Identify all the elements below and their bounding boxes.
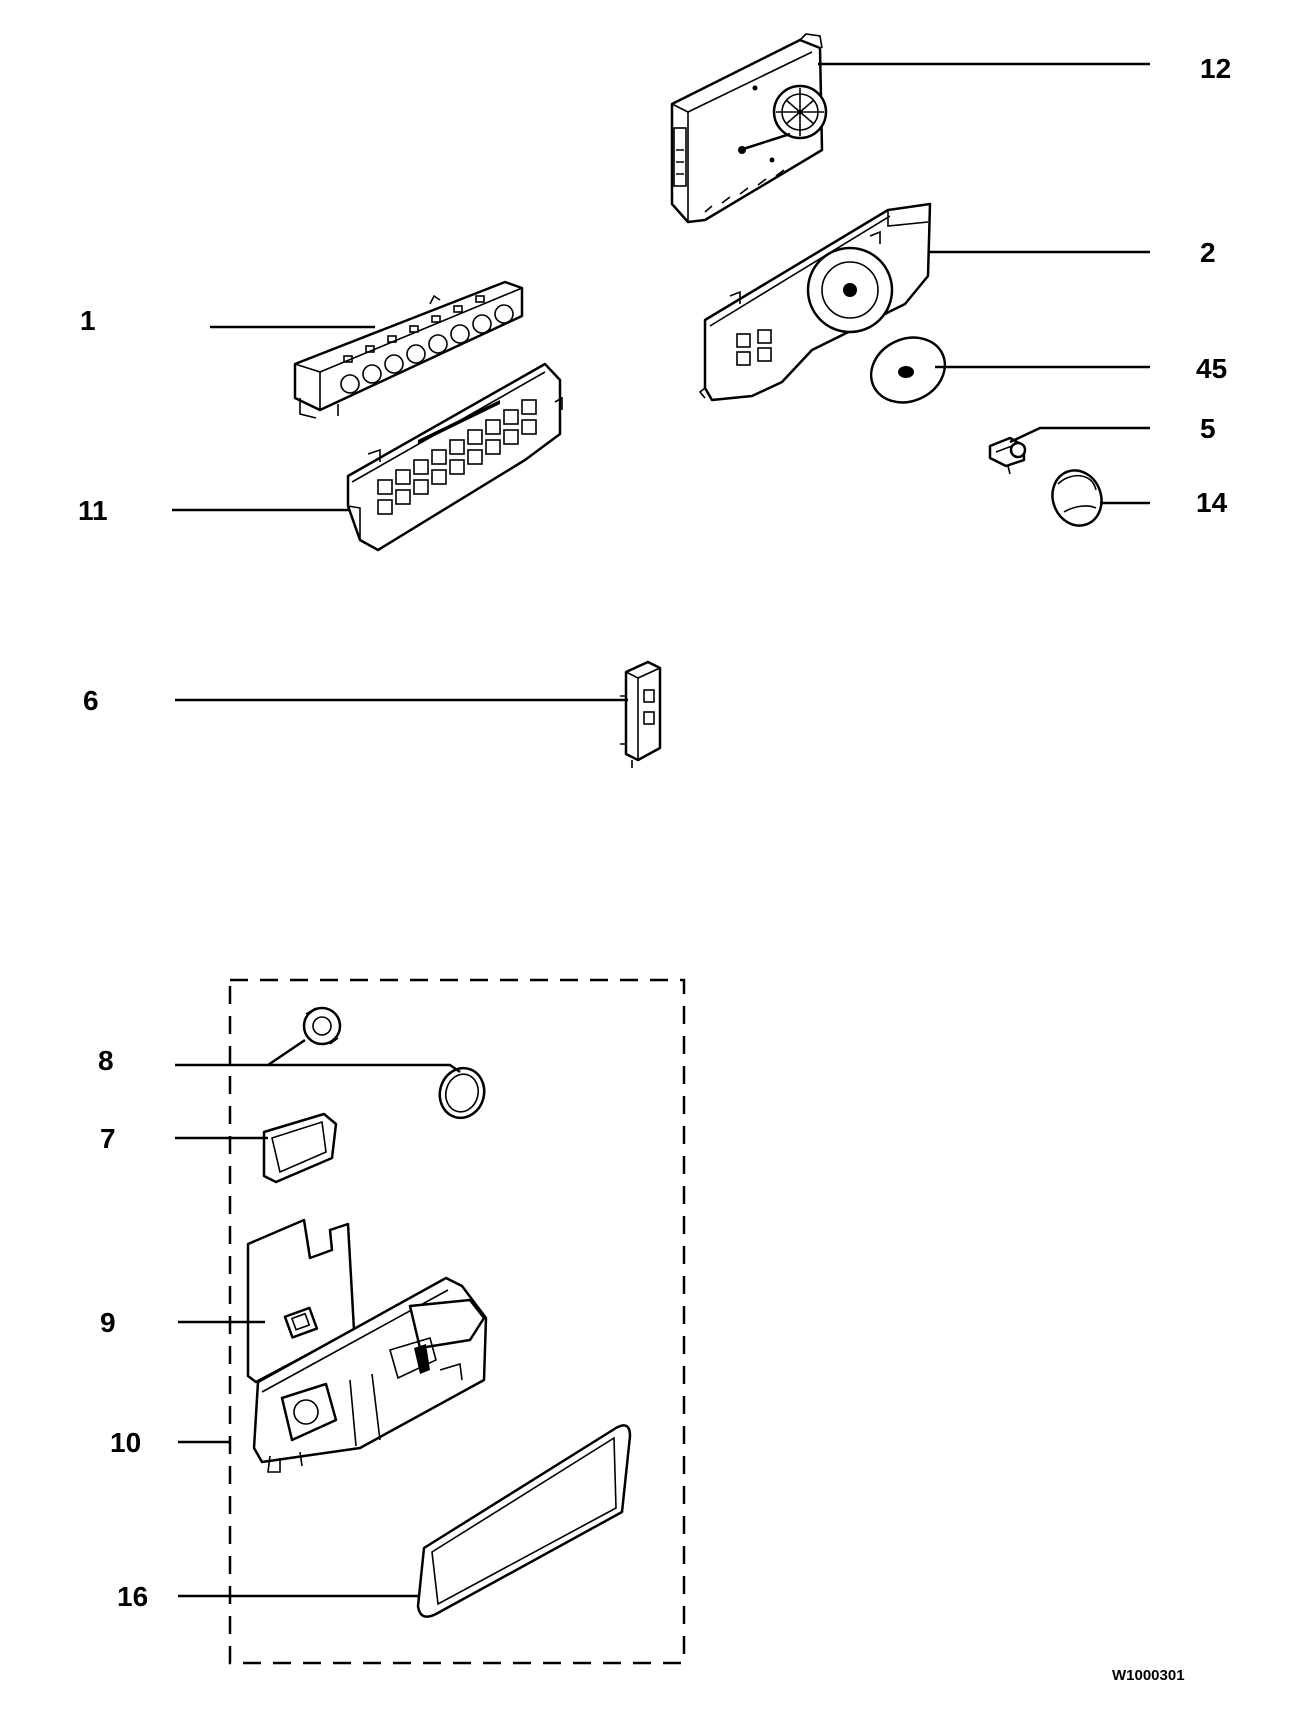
drawing-code: W1000301 (1112, 1667, 1185, 1684)
part-8-lock-knob (302, 1006, 342, 1046)
part-8-o-ring (438, 1066, 486, 1120)
leader-8b (268, 1063, 461, 1074)
part-7-seal (262, 1112, 338, 1184)
part-16-gasket (416, 1424, 632, 1618)
callout-1: 1 (80, 305, 96, 336)
leader-5 (1009, 426, 1150, 444)
part-45-disc (869, 336, 947, 404)
callout-6: 6 (83, 685, 99, 716)
callout-9: 9 (100, 1307, 116, 1338)
callout-11: 11 (78, 495, 108, 526)
callout-14: 14 (1196, 487, 1228, 518)
callout-5: 5 (1200, 413, 1216, 444)
part-12-timer (670, 33, 828, 224)
callout-10: 10 (110, 1427, 141, 1458)
part-5-lamp (988, 436, 1027, 475)
part-2-control-panel (698, 202, 932, 402)
leader-8 (175, 1038, 306, 1067)
part-11-button-panel (346, 362, 563, 552)
part-1-switch-block (293, 280, 524, 419)
callout-12: 12 (1200, 53, 1231, 84)
part-6-door-switch (620, 660, 662, 768)
callout-8: 8 (98, 1045, 114, 1076)
callout-2: 2 (1200, 237, 1216, 268)
part-9-lock-bracket (246, 1218, 356, 1384)
callout-45: 45 (1196, 353, 1227, 384)
callout-16: 16 (117, 1581, 148, 1612)
part-10-lock-body (252, 1276, 488, 1473)
part-14-knob (1051, 469, 1103, 527)
callout-7: 7 (100, 1123, 116, 1154)
